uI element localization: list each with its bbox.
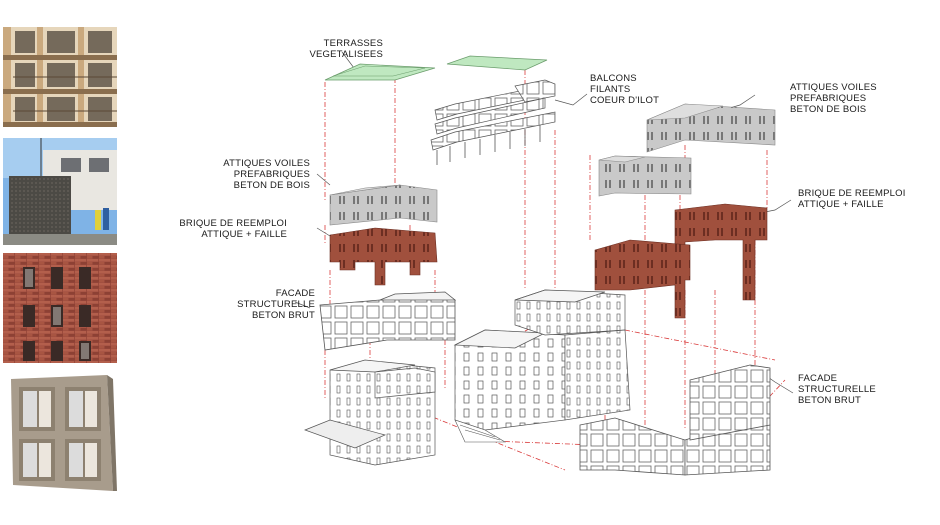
label-attic-walls-right: ATTIQUES VOILES PREFABRIQUES BETON DE BO… [790, 82, 877, 115]
structural-facade-left [319, 291, 457, 351]
prefab-attic-walls-right [598, 103, 776, 197]
reference-photos [0, 0, 125, 525]
building-assembly [304, 289, 631, 466]
label-brick-right: BRIQUE DE REEMPLOI ATTIQUE + FAILLE [798, 188, 906, 210]
structural-facade-right [579, 364, 771, 476]
green-roof-terraces [324, 55, 548, 81]
brick-facade-photo [3, 253, 117, 363]
continuous-balconies [430, 79, 556, 165]
window-facade-render [3, 373, 117, 493]
label-structural-facade-right: FACADE STRUCTURELLE BETON BRUT [798, 373, 876, 406]
balcony-photo [3, 27, 117, 127]
prefab-panel-photo [3, 138, 117, 245]
label-structural-facade-left: FACADE STRUCTURELLE BETON BRUT [237, 288, 315, 321]
reclaimed-brick-attic-right [594, 203, 768, 319]
label-attic-walls-left: ATTIQUES VOILES PREFABRIQUES BETON DE BO… [223, 158, 310, 191]
exploded-axonometric-diagram [294, 51, 794, 476]
label-green-terraces: TERRASSES VEGETALISEES [309, 38, 383, 60]
prefab-attic-walls-left [329, 184, 438, 226]
reclaimed-brick-attic-left [329, 227, 438, 286]
label-brick-left: BRIQUE DE REEMPLOI ATTIQUE + FAILLE [179, 218, 287, 240]
label-continuous-balconies: BALCONS FILANTS COEUR D'ILOT [590, 73, 660, 106]
